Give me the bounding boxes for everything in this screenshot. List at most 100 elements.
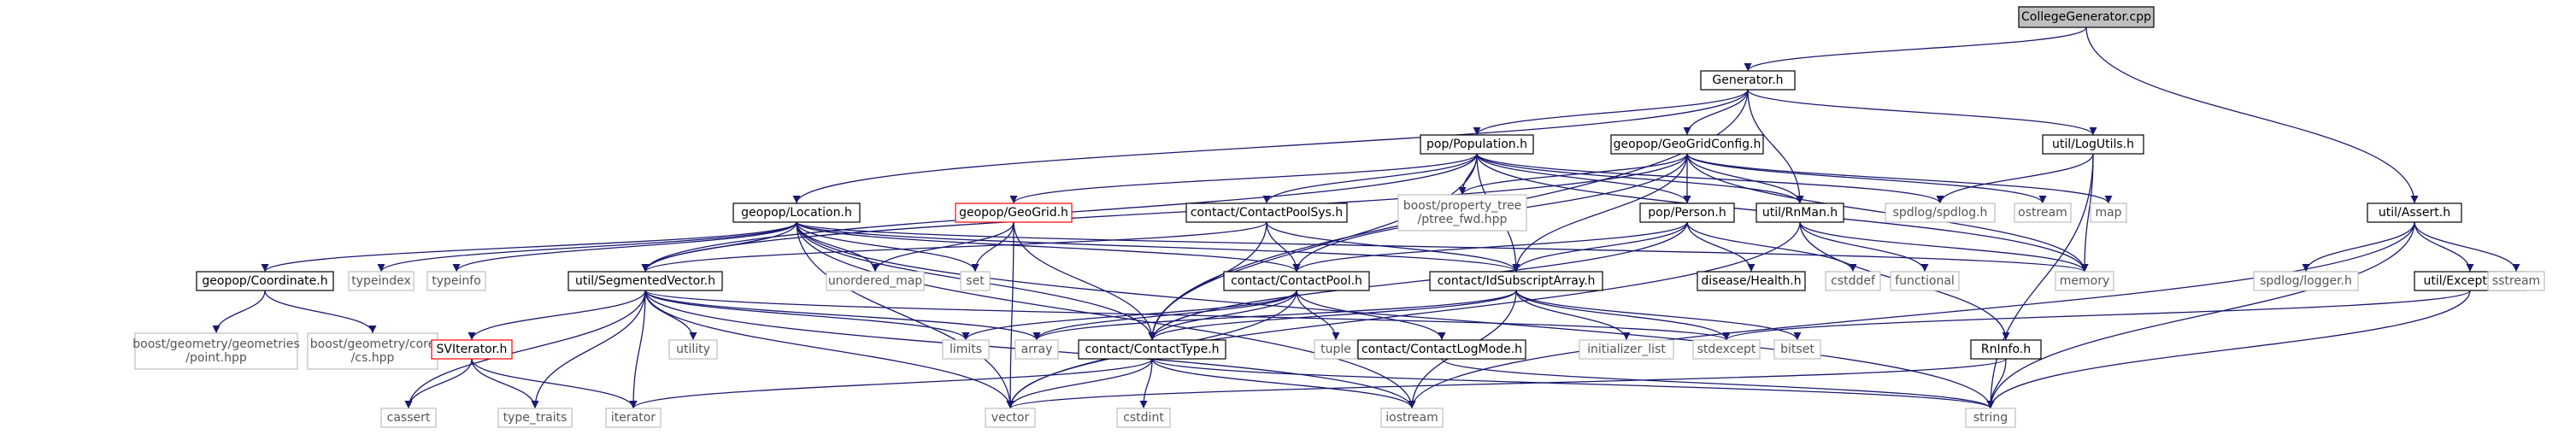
node-label-ContactPoolSys: contact/ContactPoolSys.h [1191,206,1343,220]
node-SegmentedVector[interactable]: util/SegmentedVector.h [568,271,723,291]
edge-GeoGrid-to-vector [1006,221,1015,409]
edge-Exception-to-string [1986,290,2471,409]
node-label-utility: utility [676,343,710,356]
edge-ContactPool-to-limits [962,290,1297,341]
node-box-SVIterator [431,339,513,360]
edge-RnInfo-to-string [1986,358,2007,409]
node-label-cstddef: cstddef [1831,274,1876,288]
node-label-Coordinate: geopop/Coordinate.h [202,274,327,288]
node-cassert: cassert [380,408,437,428]
edge-IdSubscriptArray-to-bitset [1515,290,1802,341]
node-CollegeGenerator[interactable]: CollegeGenerator.cpp [2018,6,2155,28]
node-SVIterator[interactable]: SVIterator.h [431,339,513,360]
edge-SVIterator-to-iterator [471,358,638,409]
edge-Location-to-ContactPool [796,221,1301,273]
edge-GeoGridConfig-to-ptree_fwd [1458,153,1688,196]
edge-ContactLogMode-to-string [1441,358,1995,409]
node-box-Location [732,202,861,223]
node-box-cstddef [1825,271,1881,291]
node-Person[interactable]: pop/Person.h [1639,202,1735,223]
edge-Coordinate-to-geom_point [212,290,266,334]
edge-Assert-to-Exception [2414,221,2474,273]
node-LogUtils[interactable]: util/LogUtils.h [2042,134,2144,155]
edge-Location-to-vector [796,221,1015,409]
node-label-IdSubscriptArray: contact/IdSubscriptArray.h [1438,274,1596,288]
node-Health[interactable]: disease/Health.h [1697,271,1806,291]
node-box-ostream [2014,202,2072,223]
node-IdSubscriptArray[interactable]: contact/IdSubscriptArray.h [1429,271,1603,291]
edge-Person-to-IdSubscriptArray [1512,221,1688,273]
node-bitset: bitset [1773,339,1821,360]
edge-SegmentedVector-to-SVIterator [468,290,646,341]
node-Location[interactable]: geopop/Location.h [732,202,861,223]
node-label-Person: pop/Person.h [1648,206,1726,220]
node-map: map [2090,202,2127,223]
edge-Coordinate-to-geom_cs [264,290,377,334]
node-GeoGrid[interactable]: geopop/GeoGrid.h [955,202,1073,223]
edge-IdSubscriptArray-to-array [1032,290,1517,341]
node-ContactLogMode[interactable]: contact/ContactLogMode.h [1357,339,1526,360]
node-box-ContactLogMode [1357,339,1526,360]
edge-ContactPoolSys-to-SegmentedVector [641,221,1267,273]
node-ContactPoolSys[interactable]: contact/ContactPoolSys.h [1185,202,1348,223]
node-label-ptree_fwd: /ptree_fwd.hpp [1418,213,1508,226]
edge-SegmentedVector-to-vector [644,290,1015,409]
node-string: string [1965,408,2016,428]
edge-Assert-to-iostream [1408,221,2415,409]
node-box-unordered_map [826,271,925,291]
edge-Person-to-Health [1686,221,1756,273]
node-limits: limits [942,339,990,360]
node-box-cassert [380,408,437,428]
edge-Generator-to-LogUtils [1747,89,2097,136]
edge-ContactPoolSys-to-ContactType [1148,221,1267,341]
node-label-LogUtils: util/LogUtils.h [2052,138,2134,151]
node-PopulationH[interactable]: pop/Population.h [1420,134,1534,155]
node-Generator[interactable]: Generator.h [1700,70,1796,91]
node-label-sstream: sstream [2492,274,2540,288]
edge-Generator-to-RnMan [1747,89,1804,204]
node-stdexcept: stdexcept [1692,339,1761,360]
node-label-Assert: util/Assert.h [2379,206,2450,220]
node-box-GeoGridConfig [1610,134,1764,155]
node-label-Location: geopop/Location.h [741,206,852,220]
node-box-ContactPoolSys [1185,202,1348,223]
edge-Generator-to-GeoGridConfig [1683,89,1749,136]
node-label-limits: limits [950,343,982,356]
edge-SegmentedVector-to-array [644,290,1041,341]
edge-ContactPool-to-ContactType [1148,290,1297,341]
node-box-geom_cs [307,332,438,370]
node-Assert[interactable]: util/Assert.h [2367,202,2462,223]
node-label-type_traits: type_traits [503,411,568,425]
node-label-geom_cs: /cs.hpp [351,351,395,365]
node-vector: vector [985,408,1036,428]
node-GeoGridConfig[interactable]: geopop/GeoGridConfig.h [1610,134,1764,155]
edge-GeoGridConfig-to-RnMan [1686,153,1804,204]
edge-Location-to-Coordinate [261,221,797,273]
node-ContactPool[interactable]: contact/ContactPool.h [1223,271,1370,291]
node-label-memory: memory [2060,274,2110,288]
node-typeinfo: typeinfo [426,271,486,291]
edge-LogUtils-to-spdlog_spdlog [1936,153,2094,204]
edge-ContactPoolSys-to-IdSubscriptArray [1266,221,1520,273]
node-label-vector: vector [991,411,1030,425]
node-Coordinate[interactable]: geopop/Coordinate.h [196,271,334,291]
edge-PopulationH-to-Person [1476,153,1691,204]
edge-ContactPool-to-array [1032,290,1297,341]
node-spdlog_spdlog: spdlog/spdlog.h [1885,202,1996,223]
edge-ContactType-to-iostream [1151,358,1416,409]
edge-GeoGridConfig-to-map [1686,153,2113,204]
edge-ContactPool-to-ContactLogMode [1296,290,1446,341]
node-RnMan[interactable]: util/RnMan.h [1756,202,1844,223]
node-label-typeinfo: typeinfo [432,274,481,288]
node-label-functional: functional [1895,274,1955,288]
node-RnInfo[interactable]: RnInfo.h [1970,339,2042,360]
edge-PopulationH-to-RnMan [1476,153,1804,204]
edge-Location-to-string [796,221,1995,409]
node-box-iostream [1380,408,1444,428]
node-geom_cs: boost/geometry/core/cs.hpp [307,332,438,370]
node-ContactType[interactable]: contact/ContactType.h [1078,339,1226,360]
edge-Location-to-typeinfo [452,221,797,273]
edge-ContactType-to-vector [1006,358,1153,409]
node-geom_point: boost/geometry/geometries/point.hpp [132,332,300,370]
